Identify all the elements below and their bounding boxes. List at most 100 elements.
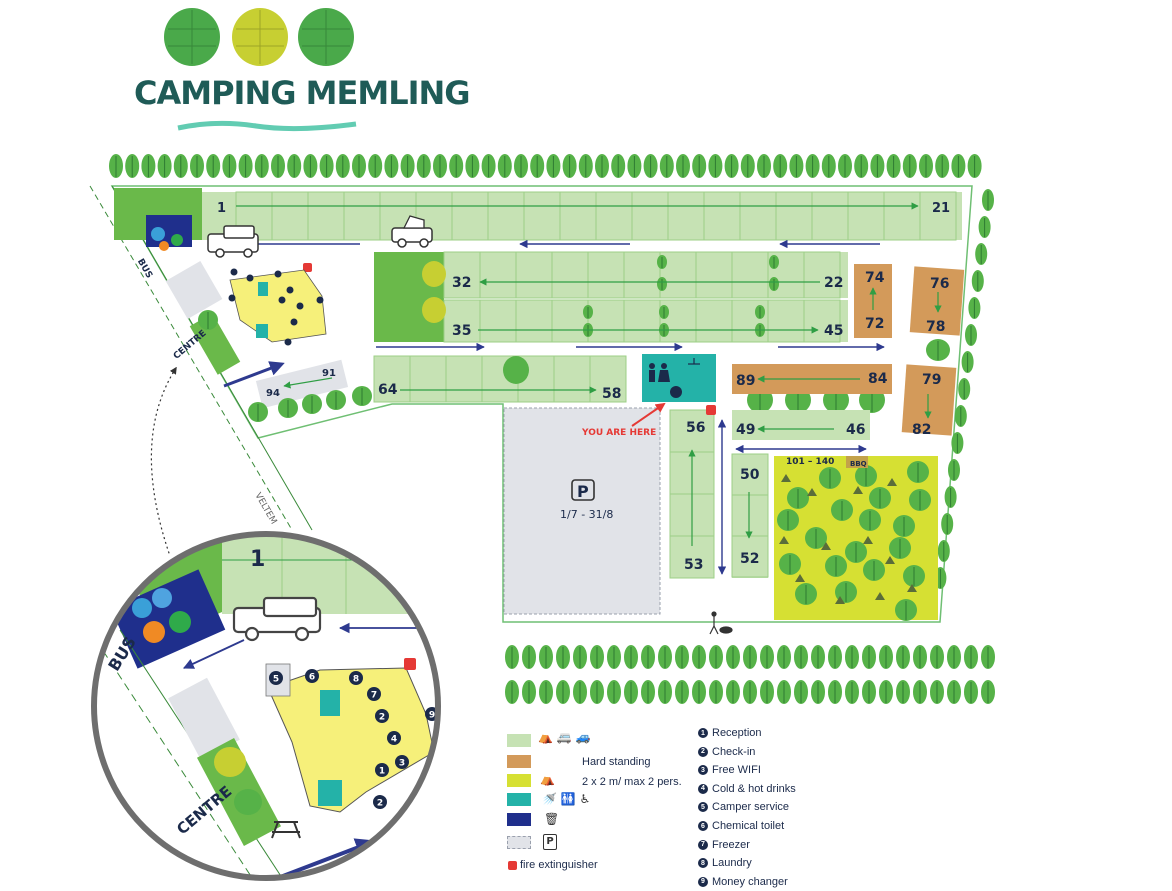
inset-pointer	[150, 366, 177, 557]
service-number: 5	[273, 675, 279, 685]
shower-icon	[688, 358, 700, 365]
service-number-dot	[387, 731, 401, 745]
pitch-number: 72	[865, 316, 884, 332]
inset-camper-icon	[232, 596, 322, 642]
legend-parking-icon: P	[543, 834, 557, 850]
service-item: 9 Money changer	[698, 876, 788, 888]
legend-tent-size: 2 x 2 m/ max 2 pers.	[582, 776, 682, 788]
service-number: 6	[309, 673, 315, 683]
hard-standing-76-78	[909, 266, 965, 336]
tent-icon	[853, 486, 863, 494]
picnic-table-icon	[271, 821, 301, 839]
inset-pitch-row	[222, 534, 438, 614]
pitch-number: 50	[740, 467, 760, 483]
parking-area	[503, 407, 661, 615]
fire-extinguisher-icon	[706, 405, 716, 415]
tent-zone-label: 101 – 140	[786, 457, 834, 467]
pitch-cell	[803, 299, 841, 343]
tree-icon	[214, 747, 246, 777]
service-number-dot	[367, 687, 381, 701]
pitch-number: 52	[740, 551, 759, 567]
tree-row-right	[934, 189, 994, 589]
pitch-number: 45	[824, 323, 843, 339]
tree-icon	[234, 789, 262, 815]
service-number-dot	[246, 274, 254, 282]
service-number: 7	[371, 691, 377, 701]
pitch-block-35-45	[444, 300, 848, 342]
tree-row-bottom	[505, 680, 995, 704]
wifi-icon	[152, 588, 172, 608]
service-number: 7	[698, 839, 708, 850]
fire-extinguisher-icon	[303, 263, 312, 272]
service-number: 9	[698, 876, 708, 887]
info-icon	[151, 227, 165, 241]
pitch-number: 89	[736, 373, 755, 389]
pitch-number: 91	[322, 368, 336, 379]
legend-swatch-pitch	[507, 734, 531, 747]
bin-icon	[143, 621, 165, 643]
road-label: VELTEM	[252, 491, 278, 526]
tent-icon	[835, 596, 845, 604]
service-number: 4	[698, 783, 708, 794]
service-number-dot	[305, 669, 319, 683]
pitch-number: 64	[378, 382, 398, 398]
dog-walk-icon	[709, 611, 733, 635]
bin-icon	[159, 241, 169, 251]
service-label: Reception	[712, 727, 762, 739]
service-number-dot	[296, 302, 304, 310]
sanitary-small	[256, 324, 268, 338]
pitch-row-46-49	[732, 410, 870, 440]
pitch-block-91-94	[255, 359, 349, 409]
tent-icon: ⛺	[540, 772, 555, 786]
parking-sign-icon	[571, 479, 595, 501]
service-number: 4	[391, 735, 397, 745]
service-number: 4	[439, 729, 445, 739]
tent-icon	[885, 556, 895, 564]
pitch-number: 76	[930, 276, 949, 292]
service-number-dot	[375, 763, 389, 777]
service-numbers	[228, 268, 324, 346]
you-are-here-label: YOU ARE HERE	[581, 428, 656, 438]
pitch-cell	[589, 355, 627, 403]
service-label: Free WIFI	[712, 764, 761, 777]
hard-standing-79-82	[901, 364, 957, 436]
service-number: 6	[698, 821, 708, 831]
service-number: 3	[698, 765, 708, 776]
tent-caravan-icons: ⛺ 🚐 🚙	[538, 730, 591, 744]
pitch-cell	[803, 251, 841, 299]
service-label: Laundry	[712, 857, 752, 870]
small-trees	[198, 310, 372, 422]
tent-zone-trees	[777, 461, 931, 621]
pitch-cell	[919, 191, 957, 241]
title-underline	[177, 120, 357, 132]
pitch-number: 56	[686, 420, 705, 436]
legend-swatch-facility	[507, 813, 531, 826]
bus-label: BUS	[135, 257, 154, 280]
tent-icon	[863, 536, 873, 544]
tree-row-bottom	[505, 645, 995, 669]
accessible-icon	[670, 386, 682, 398]
bbq-label: BBQ	[850, 460, 867, 468]
inset-reception-building	[267, 667, 435, 813]
service-label: Check-in	[712, 745, 756, 758]
legend-fire-extinguisher: fire extinguisher	[520, 859, 598, 871]
tent-icon	[907, 584, 917, 592]
pitch-number: 32	[452, 275, 471, 291]
legend-swatch-tent	[507, 774, 531, 787]
reception-building	[229, 269, 327, 343]
pitch-number: 78	[926, 319, 945, 335]
pitch-number: 22	[824, 275, 843, 291]
sanitary-icons: 🚿 🚻 ♿	[542, 792, 591, 806]
service-number: 9	[429, 711, 435, 721]
bar-icon	[171, 234, 183, 246]
service-number-dot	[349, 671, 363, 685]
inset-sanitary	[318, 780, 342, 806]
service-label: Money changer	[712, 875, 788, 888]
path-arrow	[183, 639, 245, 669]
inset-facility-box	[110, 569, 226, 669]
service-label: Chemical toilet	[712, 820, 785, 832]
